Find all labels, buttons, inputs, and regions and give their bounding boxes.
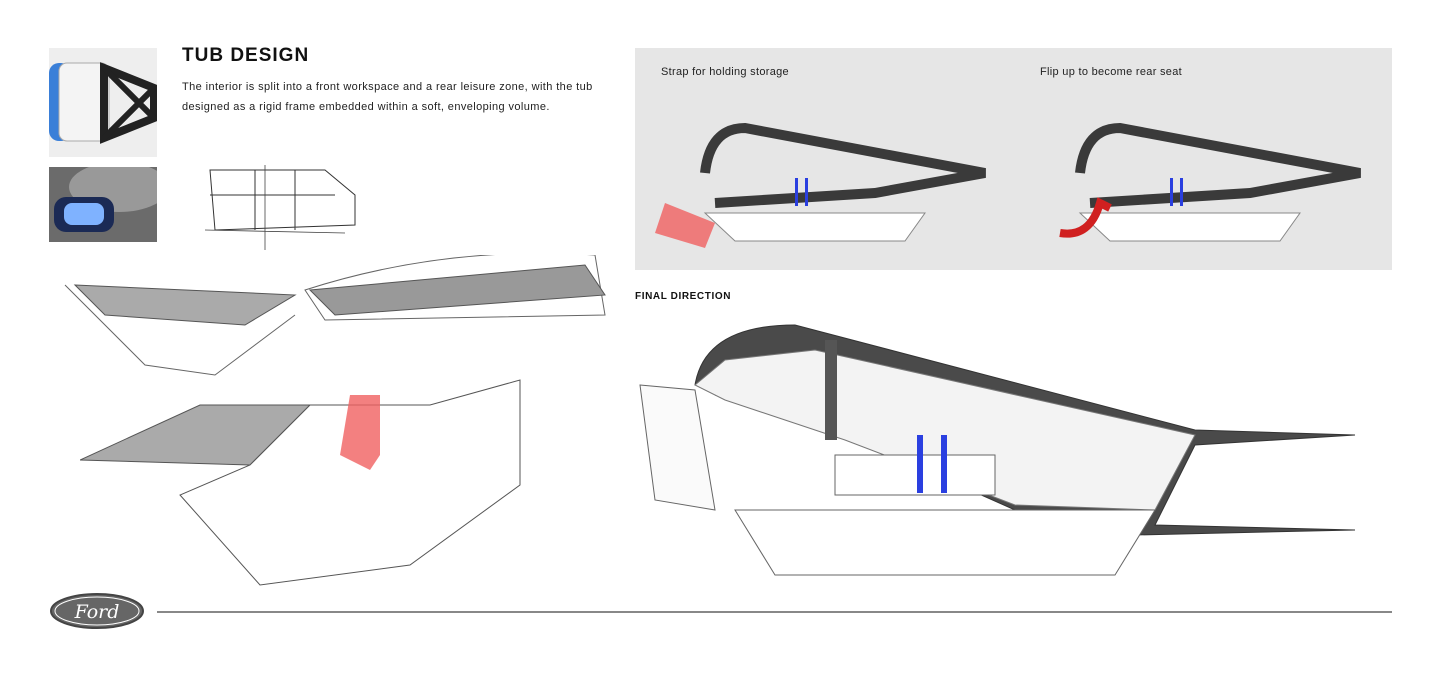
- tub-concept-sketch: [204, 165, 356, 250]
- caption-flip-up-seat: Flip up to become rear seat: [1040, 66, 1183, 78]
- final-direction-label: FINAL DIRECTION: [635, 291, 732, 302]
- storage-options-panel: Strap for holding storage Flip up to bec…: [635, 48, 1392, 270]
- vehicle-rear-image: [49, 62, 157, 144]
- svg-text:Ford: Ford: [74, 601, 120, 623]
- page-description: The interior is split into a front works…: [182, 81, 593, 113]
- flip-seat-illustration: [1059, 122, 1361, 242]
- vehicle-rear-thumbnail: [49, 48, 157, 157]
- footer-divider: [157, 611, 1392, 613]
- final-direction-illustration: [639, 324, 1356, 576]
- page-title: TUB DESIGN: [182, 45, 310, 66]
- caption-strap-storage: Strap for holding storage: [661, 66, 789, 78]
- tub-perspective-sketch: [80, 379, 521, 586]
- interior-light-image: [49, 167, 157, 242]
- interior-light-thumbnail: [49, 167, 157, 242]
- ford-logo: Ford: [50, 593, 144, 629]
- strap-storage-illustration: [655, 122, 986, 248]
- tub-side-sketches: [64, 255, 606, 376]
